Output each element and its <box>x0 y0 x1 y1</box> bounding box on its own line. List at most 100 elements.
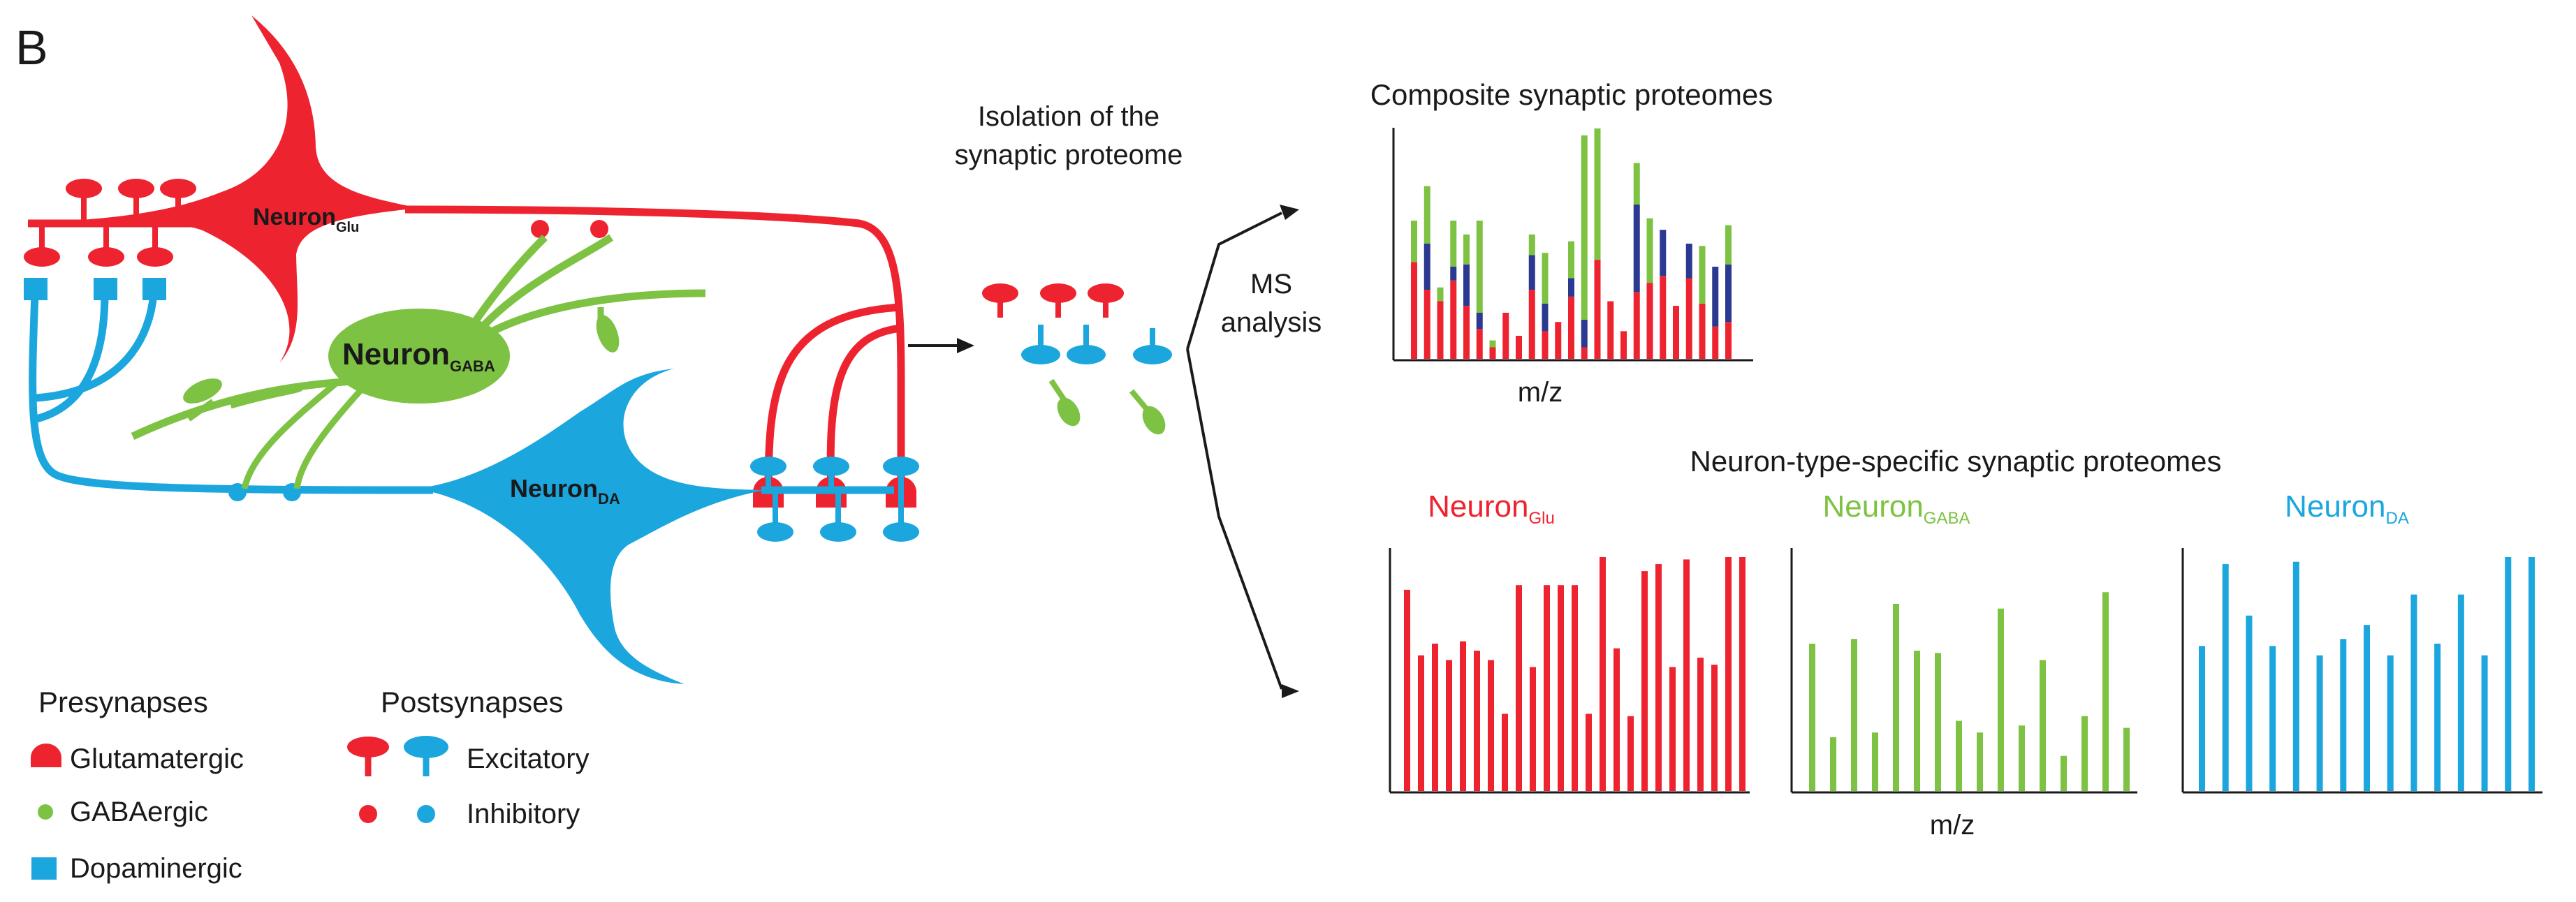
chart-title-da: NeuronDA <box>2285 489 2409 528</box>
legend: Presynapses Glutamatergic GABAergic Dopa… <box>31 686 590 884</box>
composite-bar-segment <box>1568 241 1574 279</box>
gaba-bar <box>1998 608 2004 791</box>
composite-bar-segment <box>1411 221 1417 263</box>
gabaergic-legend-marker <box>38 804 53 820</box>
glu-bar <box>1697 658 1704 791</box>
glu-bar <box>1404 589 1410 791</box>
composite-bar-segment <box>1542 331 1549 359</box>
glu-bar <box>1488 660 1494 791</box>
da-bar <box>2481 655 2488 791</box>
legend-excitatory: Excitatory <box>467 744 590 774</box>
composite-bar-segment <box>1568 278 1574 297</box>
legend-postsynapses-title: Postsynapses <box>381 686 563 718</box>
gaba-bar <box>2040 660 2046 791</box>
gaba-bar <box>1977 732 1983 791</box>
dopaminergic-neuron <box>24 278 919 684</box>
composite-bar-segment <box>1476 221 1483 313</box>
gaba-axon-down-1 <box>241 381 337 490</box>
glu-bar <box>1516 585 1522 791</box>
da-bar <box>2316 655 2323 791</box>
composite-bar-segment <box>1620 331 1627 359</box>
gaba-bar <box>1830 737 1836 791</box>
composite-bar-segment <box>1660 276 1667 359</box>
composite-bar-segment <box>1685 244 1692 279</box>
composite-bar-segment <box>1594 260 1601 359</box>
gaba-bar <box>1893 604 1899 791</box>
glu-branch-1 <box>826 324 902 493</box>
gaba-neuron-body <box>328 309 510 404</box>
dopaminergic-legend-marker <box>31 857 57 880</box>
legend-dopaminergic: Dopaminergic <box>70 853 242 884</box>
da-bar <box>2505 557 2512 791</box>
composite-bar-segment <box>1725 264 1732 323</box>
composite-bar-segment <box>1476 313 1483 330</box>
glu-excitatory-postsynapses <box>24 179 196 267</box>
da-bar <box>2269 646 2276 791</box>
composite-bar-segment <box>1424 186 1430 244</box>
composite-bar-segment <box>1528 255 1535 290</box>
composite-bar-segment <box>1424 244 1430 290</box>
composite-bar-segment <box>1516 336 1522 359</box>
composite-bar-segment <box>1581 347 1588 359</box>
gaba-bar <box>1935 653 1941 791</box>
composite-title: Composite synaptic proteomes <box>1370 78 1773 111</box>
glu-bar <box>1613 648 1620 791</box>
specific-title: Neuron-type-specific synaptic proteomes <box>1690 445 2221 478</box>
label-neuron-da: NeuronDA <box>510 474 620 508</box>
glutamatergic-neuron <box>24 15 916 508</box>
legend-presynapses-title: Presynapses <box>38 686 208 718</box>
chart-title-glu: NeuronGlu <box>1428 489 1555 528</box>
glu-main-axon <box>404 205 905 492</box>
da-bar <box>2246 615 2253 791</box>
glu-neuron-body <box>42 15 419 363</box>
composite-bar-segment <box>1607 301 1614 359</box>
composite-bar-segment <box>1463 306 1470 359</box>
excitatory-legend-red <box>347 737 389 776</box>
glutamatergic-legend-marker <box>31 744 61 767</box>
composite-bar-segment <box>1712 267 1719 327</box>
gaba-dendrite-left-2 <box>229 383 302 409</box>
da-chart <box>2181 548 2542 794</box>
gabaergic-neuron <box>131 234 706 490</box>
ms-fork-arrows <box>1186 212 1283 690</box>
ms-label-line2: analysis <box>1221 307 1322 338</box>
da-excitatory-postsynapses <box>750 457 919 542</box>
glu-bar <box>1530 667 1536 791</box>
glu-inhibitory-dot <box>590 220 608 238</box>
da-bar <box>2457 594 2464 791</box>
composite-bar-segment <box>1699 246 1706 304</box>
gaba-chart <box>1790 548 2137 794</box>
composite-bar-segment <box>1450 221 1457 267</box>
glu-bar <box>1586 714 1592 791</box>
gaba-bar <box>2061 755 2067 791</box>
inhibitory-legend-blue <box>417 805 435 823</box>
arrow-to-isolation <box>908 338 974 353</box>
composite-bar-segment <box>1646 283 1653 359</box>
glu-bar <box>1418 655 1424 791</box>
composite-bar-segment <box>1528 234 1535 256</box>
composite-bar-segment <box>1437 301 1444 359</box>
label-neuron-gaba: NeuronGABA <box>342 337 495 375</box>
composite-bar-segment <box>1633 204 1640 293</box>
glu-bar <box>1641 571 1648 791</box>
gaba-bar <box>1851 639 1857 791</box>
composite-bar-segment <box>1450 280 1457 359</box>
glu-bar <box>1739 557 1746 791</box>
glu-bar <box>1600 557 1606 791</box>
da-bar <box>2340 639 2347 791</box>
composite-bar-segment <box>1528 290 1535 359</box>
glu-bar <box>1572 585 1578 791</box>
composite-bar-segment <box>1581 319 1588 348</box>
glu-bar <box>1460 641 1466 791</box>
composite-bar-segment <box>1568 296 1574 359</box>
composite-bar-segment <box>1411 262 1417 359</box>
da-branch-2 <box>36 293 158 402</box>
composite-bar-segment <box>1725 322 1732 359</box>
gaba-bar <box>1872 732 1878 791</box>
neuron-diagram: NeuronGlu NeuronGABA NeuronDA <box>24 15 919 684</box>
gaba-axon-down-2 <box>293 385 366 489</box>
composite-bar-segment <box>1489 340 1496 348</box>
glu-chart <box>1389 548 1750 794</box>
composite-bar-segment <box>1699 303 1706 359</box>
da-bar <box>2387 655 2394 791</box>
